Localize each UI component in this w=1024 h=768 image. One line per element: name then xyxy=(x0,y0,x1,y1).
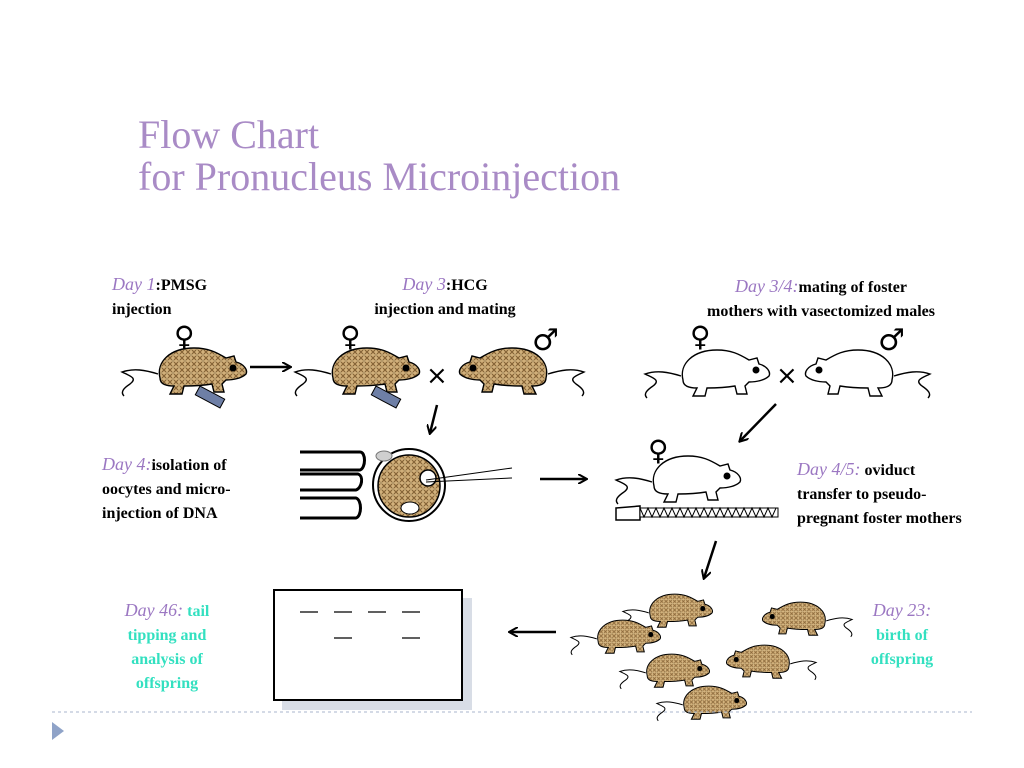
gel-bands xyxy=(300,611,420,639)
injection-needle xyxy=(425,467,513,483)
mouse-pseudopregnant xyxy=(615,455,742,505)
step-day3-label: Day 3:HCG injection and mating xyxy=(374,274,516,318)
offspring-mouse xyxy=(570,619,661,656)
pronucleus-2 xyxy=(400,501,420,515)
arrow-3 xyxy=(740,403,777,441)
step-day4-label: Day 4:isolation of oocytes and micro- in… xyxy=(102,454,231,522)
syringe-2 xyxy=(370,385,402,409)
offspring-group xyxy=(570,593,853,722)
mouse-hcg-female xyxy=(294,347,421,397)
pronucleus xyxy=(419,469,437,487)
footer-arrow-icon xyxy=(52,722,64,740)
male-icon: ♂ xyxy=(532,323,559,358)
offspring-mouse xyxy=(762,601,853,638)
arrow-2 xyxy=(430,404,439,433)
mouse-pmsg xyxy=(121,347,248,397)
page-title: Flow Chart for Pronucleus Microinjection xyxy=(138,114,620,198)
arrow-5 xyxy=(704,540,718,578)
offspring-mouse xyxy=(726,644,817,681)
step-day1-label: Day 1:PMSG injection xyxy=(112,274,208,318)
syringe-1 xyxy=(194,385,226,409)
cross-icon: × xyxy=(776,361,798,391)
holding-pipette xyxy=(300,450,366,520)
title-line-1: Flow Chart xyxy=(138,112,320,157)
mouse-male-1 xyxy=(458,347,585,397)
offspring-mouse xyxy=(656,685,747,722)
mouse-foster-female xyxy=(644,349,771,399)
female-icon: ♀ xyxy=(340,320,361,353)
step-day45-label: Day 4/5: oviduct transfer to pseudo- pre… xyxy=(797,459,962,527)
pipette-contents xyxy=(639,506,777,519)
male-icon: ♂ xyxy=(878,323,905,358)
transfer-pipette xyxy=(639,507,779,518)
step-day23-label: Day 23: birth of offspring xyxy=(870,600,934,668)
transfer-pipette-tip xyxy=(615,505,641,521)
female-icon: ♀ xyxy=(174,320,195,353)
gel-box xyxy=(273,589,463,701)
day1-day: Day 1 xyxy=(112,274,156,294)
female-icon: ♀ xyxy=(690,320,711,353)
step-day34-label: Day 3/4:mating of foster mothers with va… xyxy=(707,276,935,320)
mouse-vasectomized-male xyxy=(804,349,931,399)
female-icon: ♀ xyxy=(648,434,669,467)
offspring-mouse xyxy=(619,653,710,690)
cross-icon: × xyxy=(426,361,448,391)
title-line-2: for Pronucleus Microinjection xyxy=(138,154,621,199)
polar-body xyxy=(375,450,393,462)
step-day46-label: Day 46: tail tipping and analysis of off… xyxy=(124,600,210,692)
